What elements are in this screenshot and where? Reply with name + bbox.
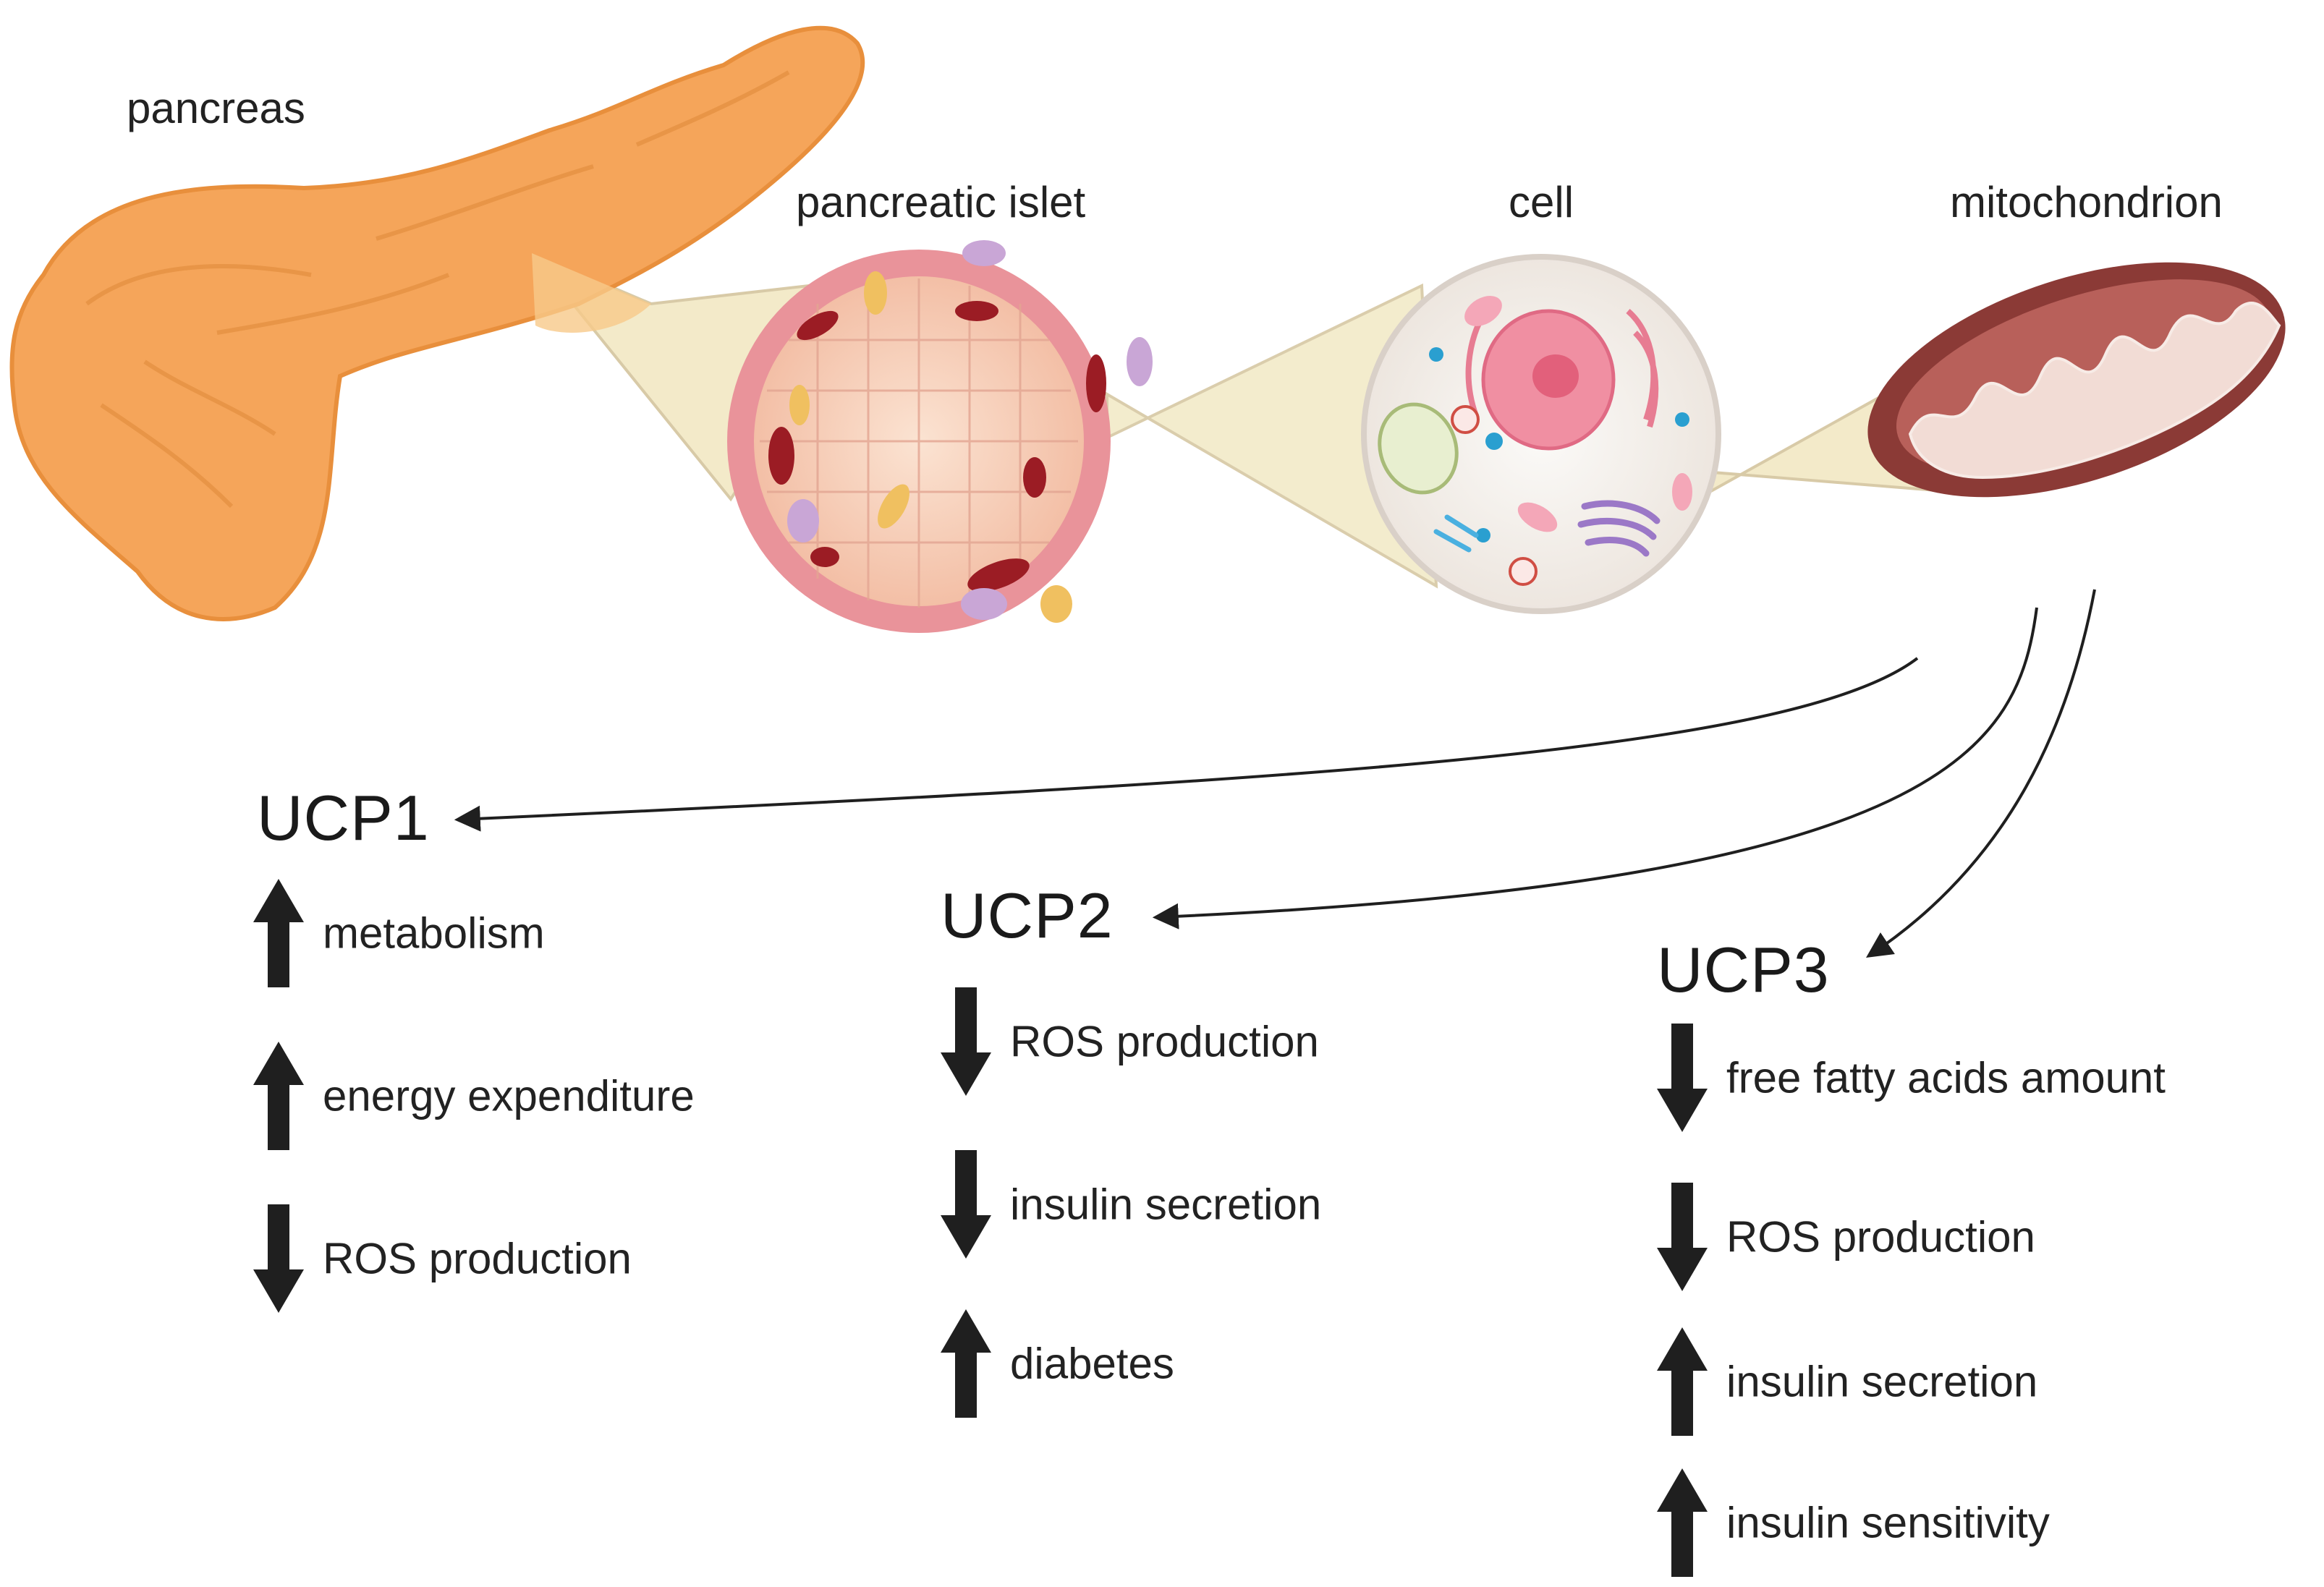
ucp2-title: UCP2 bbox=[941, 880, 1114, 951]
effect-label: insulin sensitivity bbox=[1726, 1498, 2050, 1547]
up-arrow-icon bbox=[1657, 1468, 1708, 1577]
ucp1-title: UCP1 bbox=[257, 782, 430, 854]
down-arrow-icon bbox=[941, 987, 991, 1096]
label-pancreatic-islet: pancreatic islet bbox=[796, 178, 1086, 226]
effect-label: diabetes bbox=[1010, 1339, 1174, 1388]
label-mitochondrion: mitochondrion bbox=[1950, 178, 2223, 226]
label-pancreas: pancreas bbox=[127, 84, 305, 132]
effect-label: ROS production bbox=[323, 1234, 632, 1283]
down-arrow-icon bbox=[1657, 1024, 1708, 1132]
pancreas-illustration bbox=[9, 25, 865, 621]
up-arrow-icon bbox=[253, 879, 304, 987]
pathway-arrows bbox=[454, 589, 2096, 958]
effect-label: ROS production bbox=[1010, 1017, 1319, 1066]
pancreatic-islet-illustration bbox=[727, 240, 1153, 633]
effect-label: ROS production bbox=[1726, 1212, 2035, 1261]
effect-label: insulin secretion bbox=[1010, 1180, 1322, 1229]
effect-label: insulin secretion bbox=[1726, 1357, 2038, 1406]
up-arrow-icon bbox=[1657, 1327, 1708, 1436]
ucp3-title: UCP3 bbox=[1657, 934, 1830, 1005]
cell-illustration bbox=[1361, 254, 1721, 614]
down-arrow-icon bbox=[253, 1204, 304, 1313]
effect-label: free fatty acids amount bbox=[1726, 1053, 2166, 1102]
effect-label: metabolism bbox=[323, 909, 545, 958]
down-arrow-icon bbox=[941, 1150, 991, 1259]
down-arrow-icon bbox=[1657, 1183, 1708, 1291]
up-arrow-icon bbox=[941, 1309, 991, 1418]
mitochondrion-illustration bbox=[1867, 262, 2286, 498]
up-arrow-icon bbox=[253, 1042, 304, 1150]
effect-label: energy expenditure bbox=[323, 1071, 695, 1120]
label-cell: cell bbox=[1509, 178, 1574, 226]
